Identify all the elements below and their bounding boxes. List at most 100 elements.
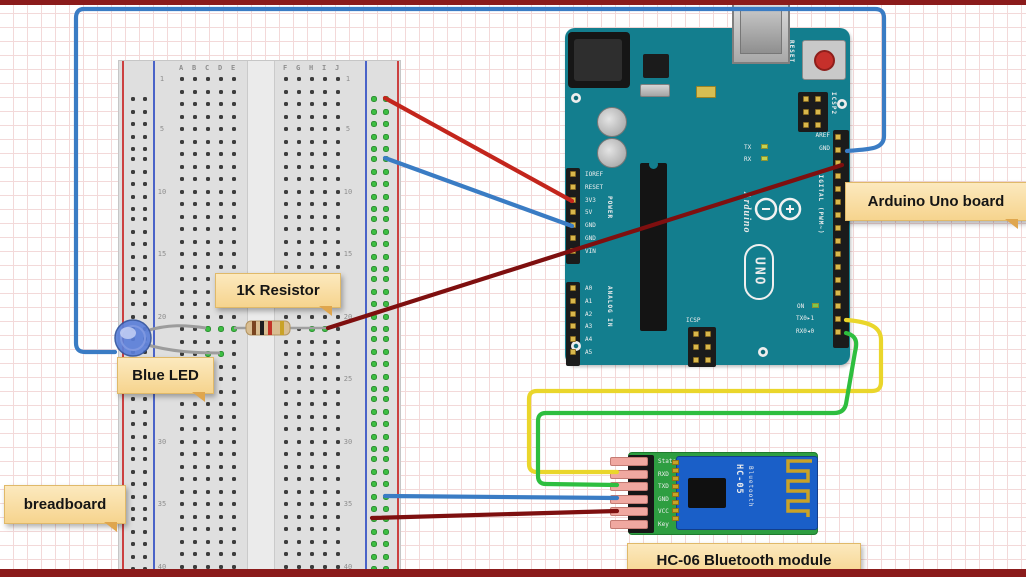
power-pin[interactable] — [570, 222, 576, 229]
analog-pin[interactable] — [570, 349, 576, 355]
breadboard-hole — [193, 402, 197, 406]
icsp2-pin[interactable] — [803, 109, 809, 115]
breadboard-hole — [193, 414, 197, 419]
module-pin-socket[interactable] — [610, 507, 648, 517]
digital-pin[interactable] — [835, 238, 841, 244]
icsp-pin[interactable] — [705, 344, 711, 350]
power-pin[interactable] — [570, 183, 576, 190]
breadboard-hole — [323, 227, 327, 231]
digital-pin[interactable] — [835, 225, 841, 231]
power-pin[interactable] — [570, 209, 576, 216]
wire-module-gnd[interactable] — [382, 493, 620, 501]
breadboard-hole — [219, 102, 223, 106]
rail-hole — [372, 254, 376, 259]
digital-pin[interactable] — [835, 173, 841, 179]
breadboard-hole — [232, 414, 236, 419]
digital-pin[interactable] — [835, 160, 841, 166]
note-arduino[interactable]: Arduino Uno board — [845, 182, 1026, 229]
digital-pin[interactable] — [835, 290, 841, 296]
analog-pin[interactable] — [570, 310, 576, 317]
icsp2-pin[interactable] — [815, 122, 821, 128]
breadboard-hole — [323, 89, 327, 94]
digital-pin[interactable] — [835, 147, 841, 153]
power-pin[interactable] — [570, 247, 576, 254]
tx0-label: TX0▸1 — [796, 315, 815, 322]
wire-3v3[interactable] — [382, 95, 575, 204]
breadboard-hole — [193, 102, 197, 106]
power-pin[interactable] — [570, 171, 576, 177]
analog-pin[interactable] — [570, 336, 576, 343]
rail-hole — [143, 97, 147, 101]
power-pin[interactable] — [570, 196, 576, 203]
rail-hole — [372, 409, 376, 414]
breadboard-hole — [310, 127, 314, 131]
arduino-uno-board[interactable]: RESET ICSP2 AREF GND DIGITAL (PWM~) TX0▸… — [565, 2, 850, 367]
digital-pin[interactable] — [835, 199, 841, 205]
rail-hole — [131, 109, 135, 114]
module-pin-socket[interactable] — [610, 457, 648, 466]
digital-pin[interactable] — [835, 251, 841, 257]
rail-hole — [384, 469, 388, 474]
breadboard-hole — [310, 489, 314, 494]
digital-pin[interactable] — [835, 329, 841, 335]
wire-gnd[interactable] — [382, 155, 575, 229]
column-letter: E — [231, 64, 236, 72]
breadboard-hole — [206, 314, 210, 319]
digital-pin[interactable] — [835, 134, 841, 140]
breadboard-hole — [206, 89, 210, 94]
module-subtitle: Bluetooth — [747, 466, 754, 508]
breadboard-hole — [310, 539, 314, 544]
breadboard[interactable]: ABCDEFGHIJ115510101515202025253030353540… — [118, 60, 401, 577]
breadboard-hole — [180, 139, 184, 144]
breadboard-hole — [336, 527, 340, 531]
digital-pin[interactable] — [835, 303, 841, 309]
analog-pin[interactable] — [570, 297, 576, 304]
breadboard-hole — [336, 102, 340, 106]
icsp2-pin[interactable] — [815, 109, 821, 115]
breadboard-hole — [219, 177, 223, 181]
icsp2-pin[interactable] — [803, 96, 809, 102]
rail-hole — [143, 289, 147, 294]
digital-pin[interactable] — [835, 212, 841, 218]
breadboard-hole — [323, 502, 327, 506]
breadboard-hole — [193, 227, 197, 231]
module-pin-label: TXD — [658, 483, 669, 491]
breadboard-hole — [336, 564, 340, 569]
rail-hole — [372, 422, 376, 426]
breadboard-hole — [193, 502, 197, 506]
analog-pin[interactable] — [570, 285, 576, 291]
wire-module-vcc[interactable] — [369, 508, 620, 521]
note-led[interactable]: Blue LED — [117, 357, 214, 402]
breadboard-hole — [310, 339, 314, 344]
icsp2-pin[interactable] — [803, 122, 809, 128]
module-pin-socket[interactable] — [610, 494, 648, 504]
icsp-pin[interactable] — [693, 344, 699, 350]
icsp-pin[interactable] — [693, 331, 699, 337]
jack-opening-icon — [574, 39, 622, 81]
digital-pin[interactable] — [835, 277, 841, 283]
icsp-pin[interactable] — [693, 357, 699, 363]
breadboard-hole — [206, 489, 210, 494]
analog-pin[interactable] — [570, 323, 576, 330]
note-resistor[interactable]: 1K Resistor — [215, 273, 341, 316]
breadboard-hole — [297, 564, 301, 569]
note-breadboard[interactable]: breadboard — [4, 485, 126, 532]
digital-pin[interactable] — [835, 264, 841, 270]
digital-pin[interactable] — [835, 186, 841, 192]
reset-button[interactable] — [802, 40, 846, 80]
module-pin-socket[interactable] — [610, 520, 648, 529]
module-pin-socket[interactable] — [610, 482, 648, 492]
icsp2-pin[interactable] — [815, 96, 821, 102]
breadboard-hole — [297, 189, 301, 194]
breadboard-hole — [180, 214, 184, 219]
power-pin[interactable] — [570, 235, 576, 241]
breadboard-hole — [336, 327, 340, 331]
digital-pin[interactable] — [835, 316, 841, 322]
rail-hole — [372, 289, 376, 294]
icsp-pin[interactable] — [705, 331, 711, 337]
breadboard-hole — [206, 214, 210, 219]
icsp-pin[interactable] — [705, 357, 711, 363]
module-pin-socket[interactable] — [610, 469, 648, 479]
breadboard-hole — [323, 514, 327, 519]
